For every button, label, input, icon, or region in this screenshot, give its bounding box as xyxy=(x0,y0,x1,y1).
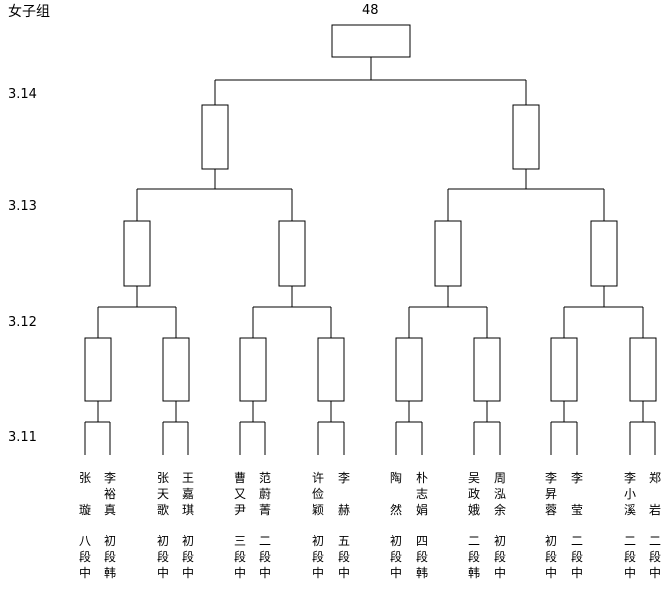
match-box-semi xyxy=(512,104,540,170)
player-name: 李 小 溪 xyxy=(623,471,636,517)
player-name: 朴 志 娟 xyxy=(415,471,428,517)
group-title: 女子组 xyxy=(8,4,50,20)
player-name: 曹 又 尹 xyxy=(233,471,246,517)
player-rank-country: 八 段 中 xyxy=(78,534,91,580)
player-name: 许 俭 颖 xyxy=(311,471,324,517)
match-box-quarter xyxy=(278,220,306,287)
date-label-round1: 3.11 xyxy=(8,430,37,445)
match-box-round1 xyxy=(84,337,112,402)
player-rank-country: 三 段 中 xyxy=(233,534,246,580)
player-name: 范 蔚 菁 xyxy=(258,471,271,517)
player-name: 张 璇 xyxy=(78,471,91,517)
winner-box xyxy=(331,24,411,58)
player-name: 李 裕 真 xyxy=(103,471,116,517)
match-box-quarter xyxy=(434,220,462,287)
player-name: 陶 然 xyxy=(389,471,402,517)
player-rank-country: 二 段 中 xyxy=(258,534,271,580)
player-rank-country: 初 段 中 xyxy=(493,534,506,580)
player-rank-country: 初 段 中 xyxy=(311,534,324,580)
player-rank-country: 初 段 中 xyxy=(156,534,169,580)
match-box-round1 xyxy=(239,337,267,402)
player-rank-country: 五 段 中 xyxy=(337,534,350,580)
date-label-quarter: 3.12 xyxy=(8,315,37,330)
player-rank-country: 二 段 中 xyxy=(623,534,636,580)
match-box-quarter xyxy=(590,220,618,287)
match-box-quarter xyxy=(123,220,151,287)
match-box-semi xyxy=(201,104,229,170)
player-rank-country: 二 段 韩 xyxy=(467,534,480,580)
date-label-final: 3.14 xyxy=(8,87,37,102)
player-name: 张 天 歌 xyxy=(156,471,169,517)
date-label-semi: 3.13 xyxy=(8,199,37,214)
player-name: 王 嘉 琪 xyxy=(181,471,194,517)
player-name: 李 莹 xyxy=(570,471,583,517)
player-rank-country: 初 段 中 xyxy=(544,534,557,580)
player-rank-country: 二 段 中 xyxy=(570,534,583,580)
top-number-label: 48 xyxy=(362,3,379,18)
match-box-round1 xyxy=(395,337,423,402)
player-name: 李 昇 蓉 xyxy=(544,471,557,517)
player-name: 吴 政 娥 xyxy=(467,471,480,517)
player-name: 郑 岩 xyxy=(648,471,661,517)
player-name: 李 赫 xyxy=(337,471,350,517)
match-box-round1 xyxy=(473,337,501,402)
player-rank-country: 初 段 中 xyxy=(181,534,194,580)
match-box-round1 xyxy=(550,337,578,402)
match-box-round1 xyxy=(162,337,190,402)
player-rank-country: 二 段 中 xyxy=(648,534,661,580)
player-name: 周 泓 余 xyxy=(493,471,506,517)
player-rank-country: 初 段 中 xyxy=(389,534,402,580)
match-box-round1 xyxy=(629,337,657,402)
player-rank-country: 初 段 韩 xyxy=(103,534,116,580)
match-box-round1 xyxy=(317,337,345,402)
player-rank-country: 四 段 韩 xyxy=(415,534,428,580)
